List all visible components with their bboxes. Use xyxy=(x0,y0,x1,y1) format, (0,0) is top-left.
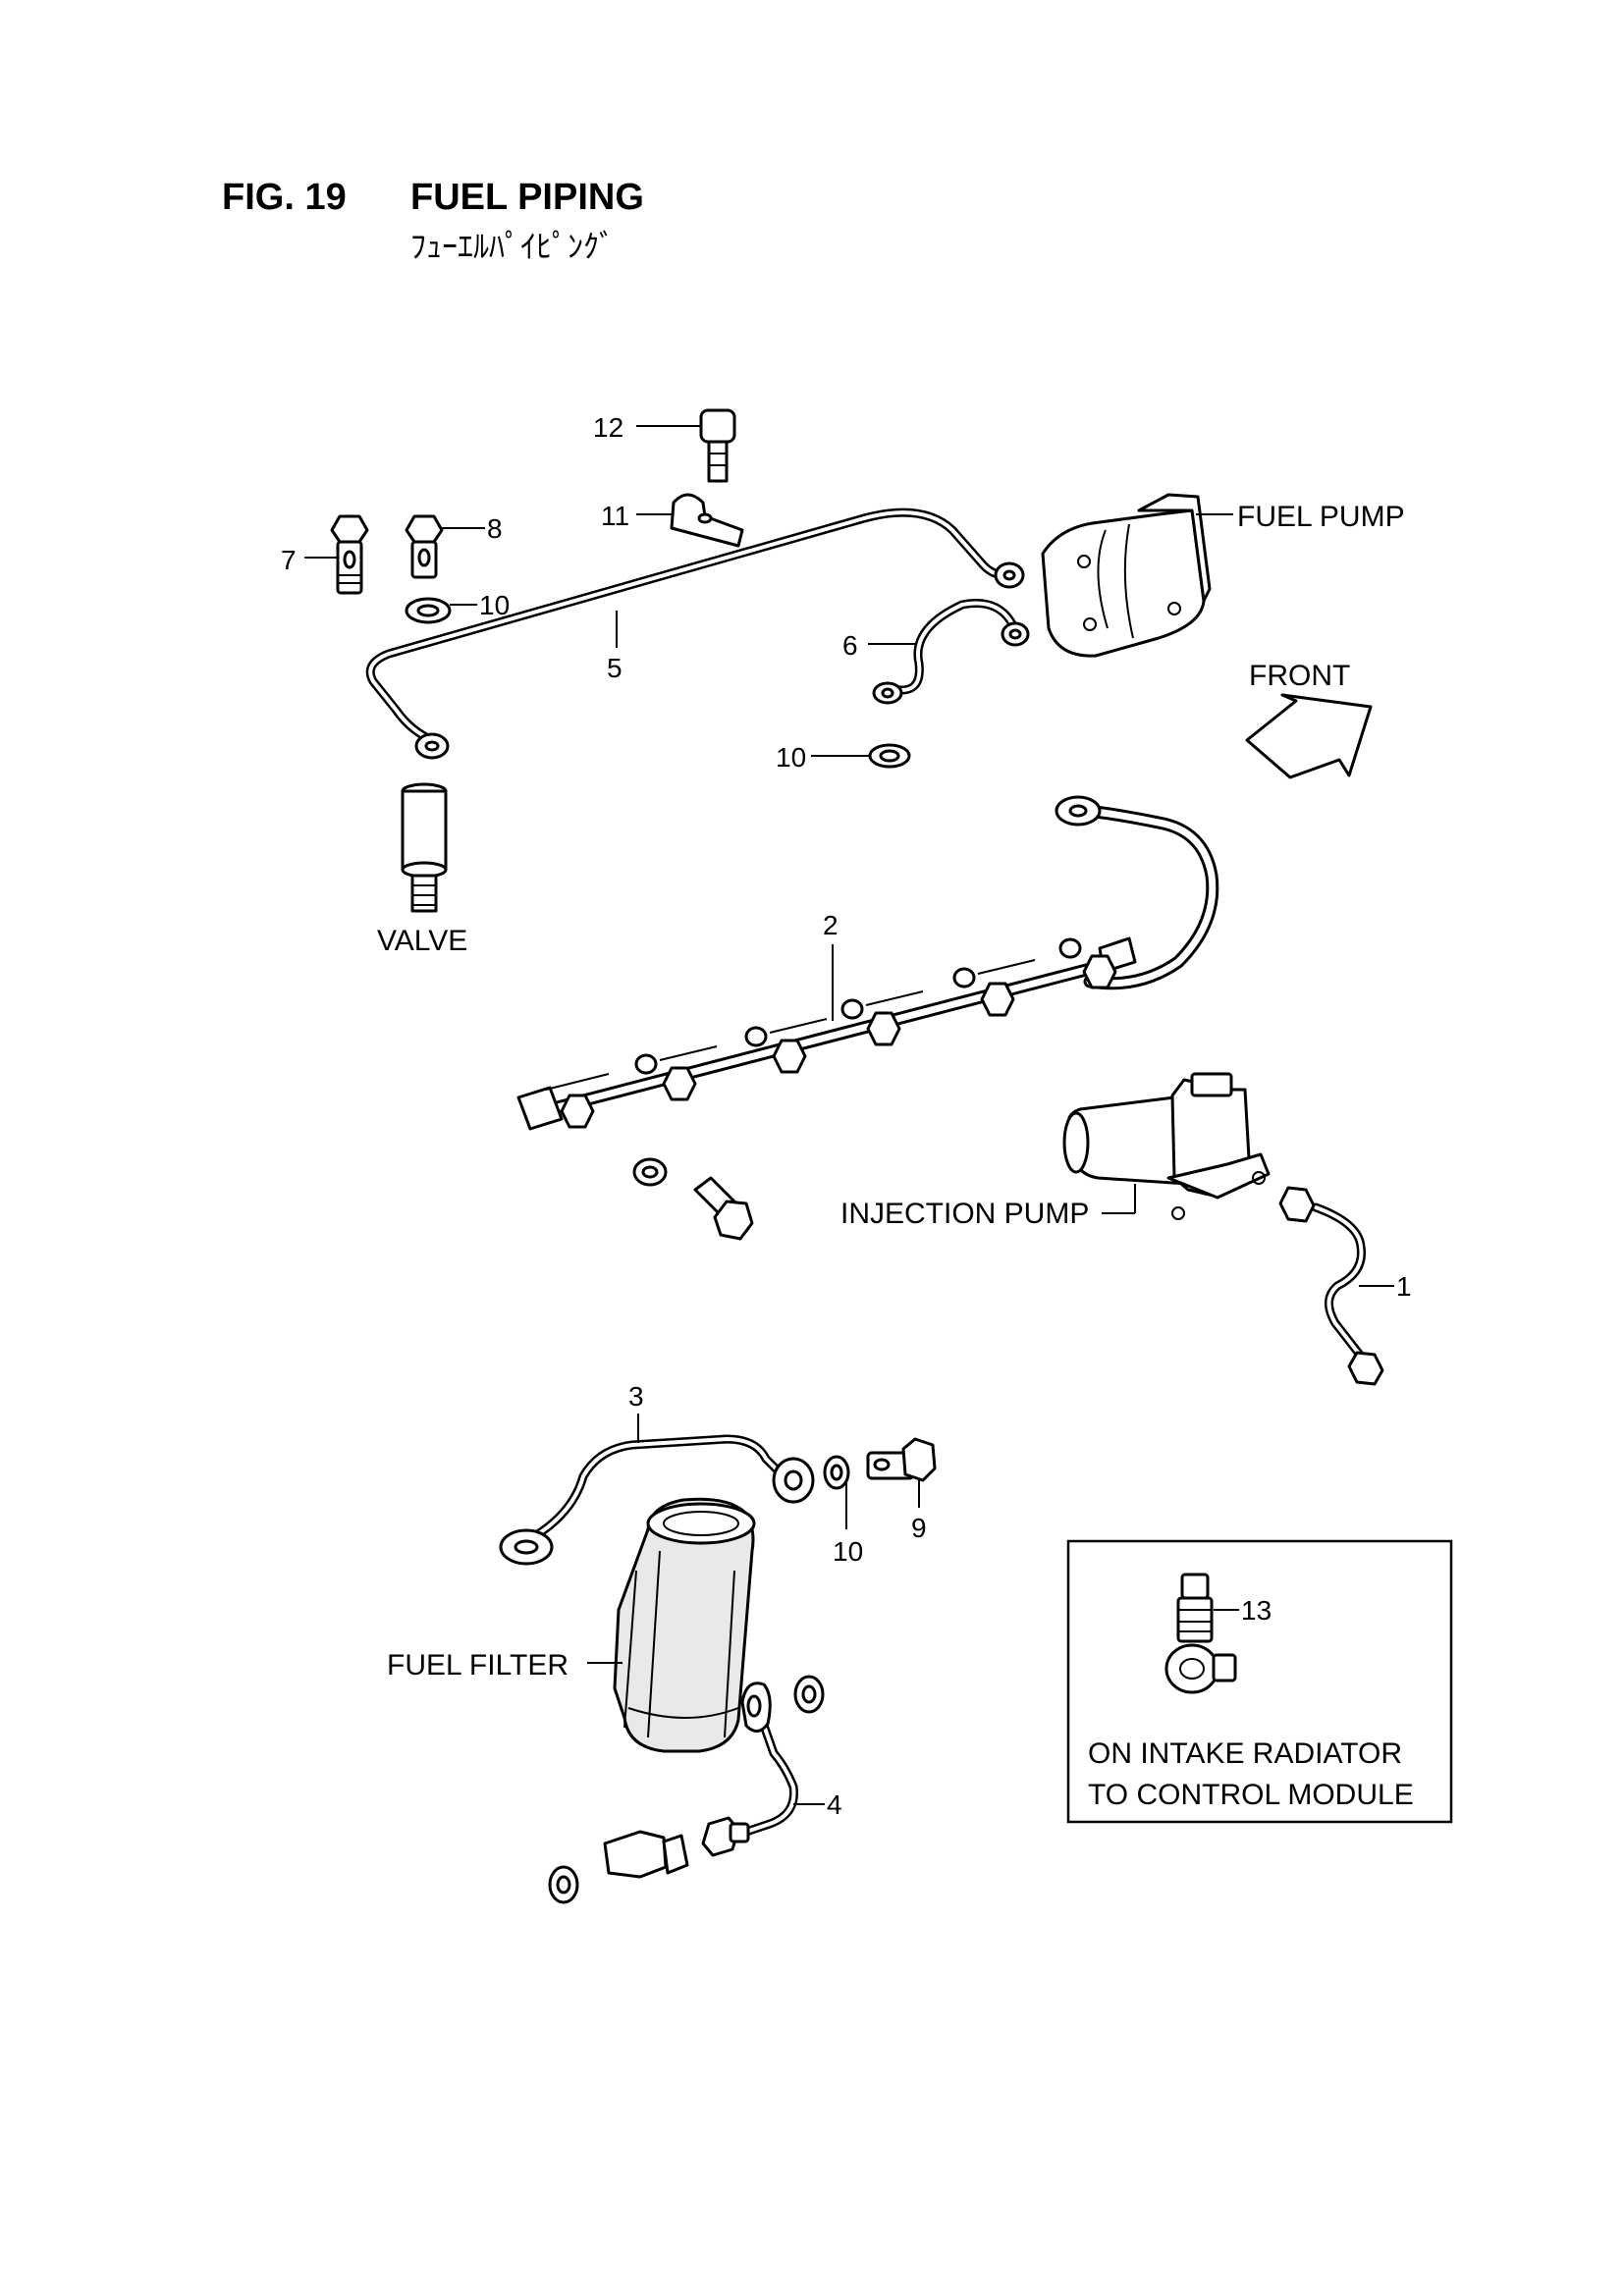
figure-title: FUEL PIPING xyxy=(410,177,644,218)
part-7-banjo-bolt xyxy=(330,514,369,595)
part-8-banjo-bolt xyxy=(405,514,444,579)
callout-5: 5 xyxy=(607,653,623,683)
callout-10b: 10 xyxy=(776,742,806,773)
label-injection-pump: INJECTION PUMP xyxy=(840,1198,1089,1230)
part-12-bolt xyxy=(699,408,736,483)
label-valve: VALVE xyxy=(377,925,467,957)
part-1-fuel-pipe xyxy=(1278,1186,1384,1386)
fuel-filter-part xyxy=(613,1497,756,1753)
inset-box xyxy=(1066,1539,1453,1824)
rail-end-washer-and-bolt xyxy=(632,1157,754,1241)
callout-8: 8 xyxy=(487,513,503,544)
valve-part xyxy=(401,782,448,913)
part-10-washer-b xyxy=(868,743,911,769)
figure-subtitle-katakana: ﾌｭｰｴﾙﾊﾟｲﾋﾟﾝｸﾞ xyxy=(410,228,616,265)
label-fuel-filter: FUEL FILTER xyxy=(387,1649,568,1682)
callout-2: 2 xyxy=(823,910,839,940)
callout-9: 9 xyxy=(911,1513,927,1543)
fuel-pump-part xyxy=(1041,493,1212,658)
callout-1: 1 xyxy=(1396,1271,1412,1302)
callout-4: 4 xyxy=(827,1789,842,1820)
part-13-fitting xyxy=(1164,1573,1237,1694)
callout-10a: 10 xyxy=(479,590,510,620)
callout-13: 13 xyxy=(1241,1595,1272,1626)
part-9-banjo-bolt xyxy=(866,1437,937,1482)
injection-pump-part xyxy=(1062,1072,1271,1220)
part-5-fuel-pipe xyxy=(365,507,1025,760)
part-6-fuel-pipe xyxy=(872,599,1030,705)
part-10-washer-a xyxy=(405,597,452,624)
figure-number: FIG. 19 xyxy=(222,177,347,218)
injector-connectors xyxy=(545,937,1117,1129)
callout-12: 12 xyxy=(593,412,623,443)
inset-caption-line2: TO CONTROL MODULE xyxy=(1088,1779,1414,1811)
callout-3: 3 xyxy=(628,1381,644,1412)
inset-caption-line1: ON INTAKE RADIATOR xyxy=(1088,1737,1402,1770)
part-4-fuel-pipe xyxy=(548,1675,825,1904)
label-fuel-pump: FUEL PUMP xyxy=(1237,501,1405,533)
front-arrow-icon xyxy=(1245,693,1373,779)
part-11-clamp xyxy=(670,493,744,548)
callout-7: 7 xyxy=(281,545,297,575)
callout-6: 6 xyxy=(842,630,858,661)
callout-11: 11 xyxy=(601,501,629,531)
callout-10c: 10 xyxy=(833,1536,863,1567)
label-front: FRONT xyxy=(1249,660,1350,692)
part-10-washer-c xyxy=(823,1455,850,1490)
part-3-fuel-pipe xyxy=(499,1434,815,1566)
